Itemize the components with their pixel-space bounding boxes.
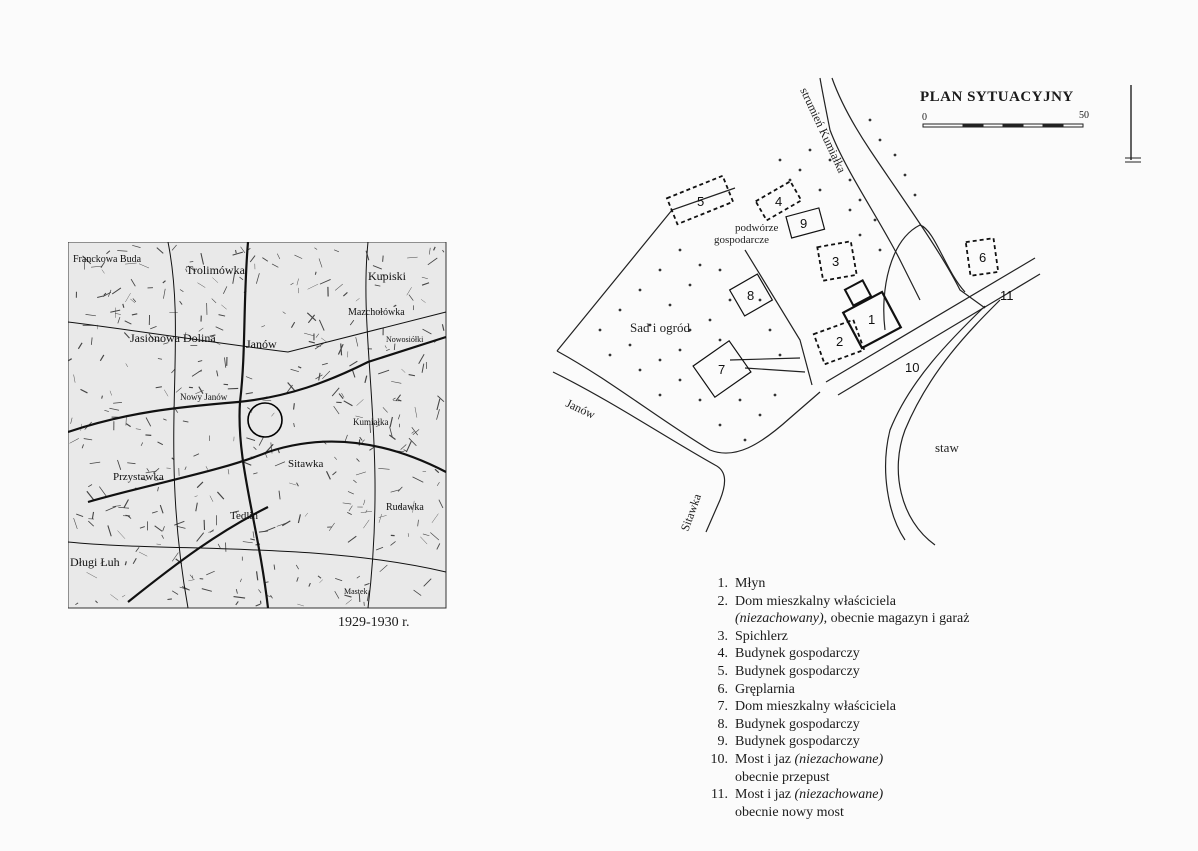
scale-start-label: 0 bbox=[922, 112, 927, 123]
place-label: Kumiałka bbox=[353, 417, 389, 427]
legend-item: 5.Budynek gospodarczy bbox=[717, 663, 860, 679]
place-label: Kupiski bbox=[368, 269, 407, 283]
building-number: 9 bbox=[800, 216, 807, 231]
building-8 bbox=[728, 273, 774, 317]
legend-item: 11.Most i jaz (niezachowane)obecnie nowy… bbox=[711, 787, 884, 820]
legend-item: 3.Spichlerz bbox=[717, 628, 788, 644]
legend-item: 10.Most i jaz (niezachowane)obecnie prze… bbox=[710, 751, 884, 785]
legend-item: 4.Budynek gospodarczy bbox=[717, 646, 860, 662]
pond-label: staw bbox=[935, 440, 959, 455]
building-6 bbox=[964, 237, 1000, 277]
orchard-label: Sad i ogród bbox=[630, 320, 690, 335]
building-number: 5 bbox=[697, 194, 704, 209]
building-4 bbox=[754, 180, 803, 222]
place-label: Długi Łuh bbox=[70, 555, 120, 569]
place-label: Przystawka bbox=[113, 471, 164, 483]
building-9 bbox=[785, 207, 826, 239]
legend-item: 7.Dom mieszkalny właściciela bbox=[717, 699, 896, 715]
plan-title: PLAN SYTUACYJNY bbox=[920, 89, 1074, 105]
building-1-annex bbox=[843, 279, 873, 307]
historic-map-1929: Franckowa Buda Trolimówka Kupiski Jasion… bbox=[68, 242, 447, 609]
place-label: Nowy Janów bbox=[180, 392, 228, 402]
building-number: 1 bbox=[868, 312, 875, 327]
map-caption: 1929-1930 r. bbox=[338, 615, 410, 630]
place-label: Janów bbox=[246, 337, 277, 351]
legend-item: 1.Młyn bbox=[717, 576, 766, 591]
building-2 bbox=[812, 318, 866, 366]
place-label: Rudawka bbox=[386, 502, 424, 513]
legend: 1.Młyn 2.Dom mieszkalny właściciela(niez… bbox=[706, 575, 970, 821]
legend-item: 9.Budynek gospodarczy bbox=[717, 734, 860, 750]
building-5 bbox=[665, 174, 735, 226]
legend-item: 2.Dom mieszkalny właściciela(niezachowan… bbox=[717, 593, 970, 627]
building-number: 2 bbox=[836, 334, 843, 349]
building-number: 7 bbox=[718, 362, 725, 377]
place-label: Jasionowa Dolina bbox=[130, 331, 216, 345]
road-janow-label: Janów bbox=[564, 396, 598, 422]
legend-item: 8.Budynek gospodarczy bbox=[717, 716, 860, 732]
place-label: Mastek bbox=[344, 587, 368, 596]
building-number: 4 bbox=[775, 194, 782, 209]
building-1 bbox=[841, 290, 903, 350]
place-label: Sitawka bbox=[288, 458, 324, 470]
building-number: 10 bbox=[905, 360, 919, 375]
yard-label-line2: gospodarcze bbox=[714, 234, 769, 246]
building-3 bbox=[816, 240, 858, 282]
legend-item: 6.Gręplarnia bbox=[717, 681, 795, 697]
place-label: Trolimówka bbox=[186, 263, 246, 277]
yard-label-line1: podwórze bbox=[735, 222, 778, 234]
place-label: Tedlin bbox=[230, 510, 258, 522]
place-label: Mazchołówka bbox=[348, 307, 405, 318]
building-number: 3 bbox=[832, 254, 839, 269]
scale-end-label: 50 bbox=[1079, 110, 1089, 121]
place-label: Nowosiółki bbox=[386, 335, 424, 344]
building-number: 8 bbox=[747, 288, 754, 303]
building-7 bbox=[692, 339, 752, 399]
place-label: Franckowa Buda bbox=[73, 254, 142, 265]
building-number: 6 bbox=[979, 250, 986, 265]
building-number: 11 bbox=[1000, 288, 1014, 303]
road-sitawka-label: Sitawka bbox=[678, 491, 705, 533]
